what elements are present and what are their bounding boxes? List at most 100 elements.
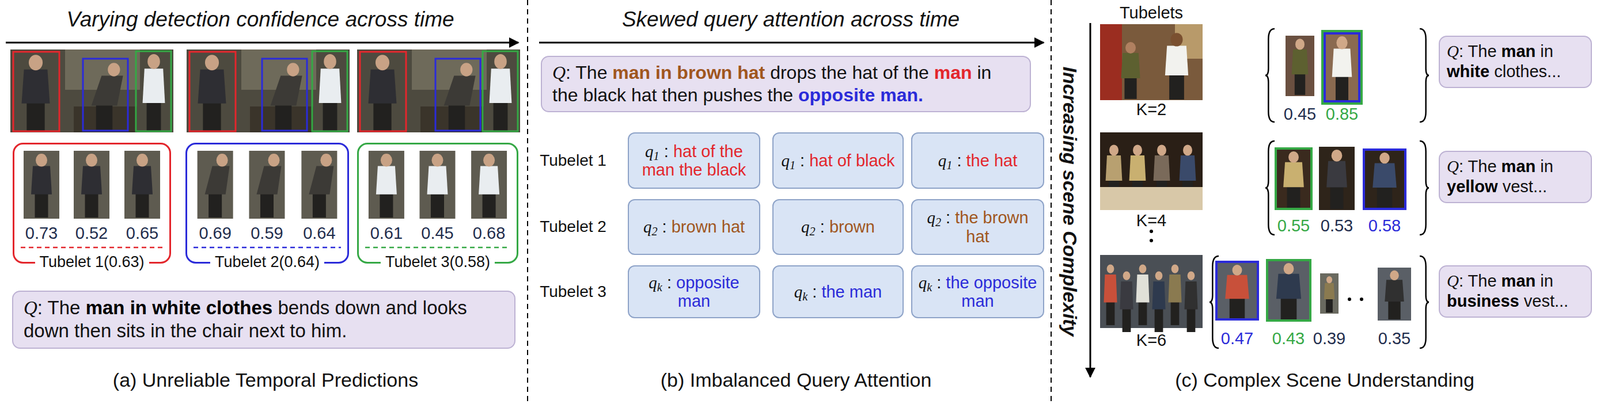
person-legs bbox=[275, 103, 293, 131]
column-label: Tubelets bbox=[1119, 3, 1184, 23]
panel-title: Skewed query attention across time bbox=[622, 7, 960, 32]
video-frame bbox=[357, 49, 521, 133]
confidence-score: 0.68 bbox=[472, 224, 506, 244]
person-figure bbox=[1324, 276, 1335, 313]
person-head bbox=[1232, 264, 1243, 276]
text-run: looks bbox=[422, 297, 468, 319]
text-run: the bbox=[945, 273, 969, 293]
person-legs bbox=[430, 191, 445, 218]
text-run: Q: bbox=[1446, 271, 1464, 291]
scene-image bbox=[1100, 24, 1203, 101]
person-figure bbox=[1225, 264, 1249, 319]
confidence-score: 0.45 bbox=[1283, 104, 1317, 124]
person-body bbox=[1129, 155, 1147, 181]
object-crop bbox=[1285, 35, 1315, 97]
person-legs bbox=[1294, 71, 1306, 96]
person-legs bbox=[1335, 74, 1349, 101]
person-head bbox=[1283, 263, 1295, 275]
curtain bbox=[1100, 24, 1122, 101]
text-run: black bbox=[707, 160, 747, 180]
text-run: man bbox=[961, 292, 994, 311]
object-crop bbox=[1267, 260, 1311, 321]
text-run: qk bbox=[648, 273, 663, 293]
person-body bbox=[1135, 274, 1150, 303]
scene-image bbox=[1100, 255, 1203, 333]
person-head bbox=[1331, 149, 1343, 162]
text-run: man bbox=[612, 62, 651, 83]
person-legs bbox=[208, 191, 222, 218]
tubelet-crops bbox=[197, 150, 338, 219]
person-legs bbox=[373, 100, 392, 132]
object-crop bbox=[1320, 273, 1339, 314]
text-run: sits bbox=[116, 320, 146, 342]
person-legs bbox=[1138, 300, 1148, 326]
query-text: qk : the man bbox=[778, 282, 898, 302]
person-figure bbox=[31, 153, 52, 218]
person-body bbox=[489, 68, 513, 104]
person-body bbox=[1324, 283, 1335, 300]
tubelet-dash bbox=[365, 247, 511, 249]
text-run: man. bbox=[880, 84, 924, 106]
math-subscript: k bbox=[926, 281, 932, 294]
text-run: opposite bbox=[798, 84, 875, 106]
person-head bbox=[320, 153, 332, 167]
crop-background bbox=[197, 150, 234, 219]
person-legs bbox=[1106, 300, 1116, 326]
math-symbol: q bbox=[938, 151, 947, 170]
text-run: : bbox=[800, 151, 805, 170]
object-crop bbox=[1377, 267, 1412, 321]
frame-background bbox=[357, 49, 521, 133]
crop-background bbox=[368, 150, 405, 219]
math-subscript: 2 bbox=[809, 225, 816, 238]
text-run: : bbox=[664, 142, 669, 161]
person-body bbox=[1179, 155, 1197, 181]
tubelet-box: 0.610.450.68Tubelet 3(0.58) bbox=[357, 142, 519, 264]
crop-background bbox=[73, 150, 110, 219]
text-run: Q: bbox=[1446, 157, 1464, 176]
person-body bbox=[426, 165, 448, 195]
person-figure bbox=[1168, 264, 1182, 326]
crop-background bbox=[1363, 149, 1406, 210]
frame-background bbox=[186, 49, 350, 133]
text-run: black bbox=[855, 151, 896, 170]
person-figure bbox=[1384, 270, 1404, 320]
scene-count: K=4 bbox=[1136, 211, 1167, 231]
tubelet-crops bbox=[368, 150, 507, 219]
person-body bbox=[1372, 162, 1397, 188]
text-run: hat bbox=[631, 84, 657, 106]
text-run: the bbox=[552, 84, 578, 106]
math-symbol: Q bbox=[552, 62, 566, 83]
person-body bbox=[1151, 281, 1166, 310]
text-run: in bbox=[976, 62, 992, 83]
object-crop bbox=[1363, 149, 1406, 210]
detection-box bbox=[312, 51, 348, 132]
tubelet-label: Tubelet 3(0.58) bbox=[380, 253, 495, 272]
person-figure bbox=[21, 54, 51, 132]
person-head bbox=[136, 153, 149, 167]
person-head bbox=[216, 153, 229, 167]
text-run: pushes bbox=[703, 84, 763, 106]
row-label: Tubelet 2 bbox=[539, 217, 607, 237]
person-body bbox=[444, 76, 476, 106]
person-head bbox=[1288, 151, 1299, 163]
text-run: in bbox=[655, 62, 672, 83]
math-symbol: q bbox=[801, 217, 810, 237]
person-legs bbox=[1280, 296, 1298, 320]
confidence-score: 0.65 bbox=[126, 224, 159, 244]
crop-background bbox=[23, 150, 60, 219]
query-phrase-box: qk : the opposite man bbox=[911, 265, 1045, 319]
math-subscript: k bbox=[657, 281, 663, 294]
person-body bbox=[1276, 274, 1302, 300]
confidence-score: 0.43 bbox=[1272, 329, 1305, 349]
crop-background bbox=[1275, 148, 1312, 210]
person-body bbox=[1120, 52, 1140, 79]
text-run: hat bbox=[851, 62, 878, 83]
text-run: brown bbox=[671, 217, 718, 237]
math-symbol: Q bbox=[1446, 271, 1459, 291]
complexity-arrow bbox=[1089, 23, 1092, 378]
query-text: q2 : brown bbox=[778, 217, 898, 237]
person-figure bbox=[1276, 263, 1302, 320]
curly-brace bbox=[1419, 256, 1429, 349]
crop-background bbox=[1267, 260, 1311, 321]
person-head bbox=[1125, 42, 1136, 54]
